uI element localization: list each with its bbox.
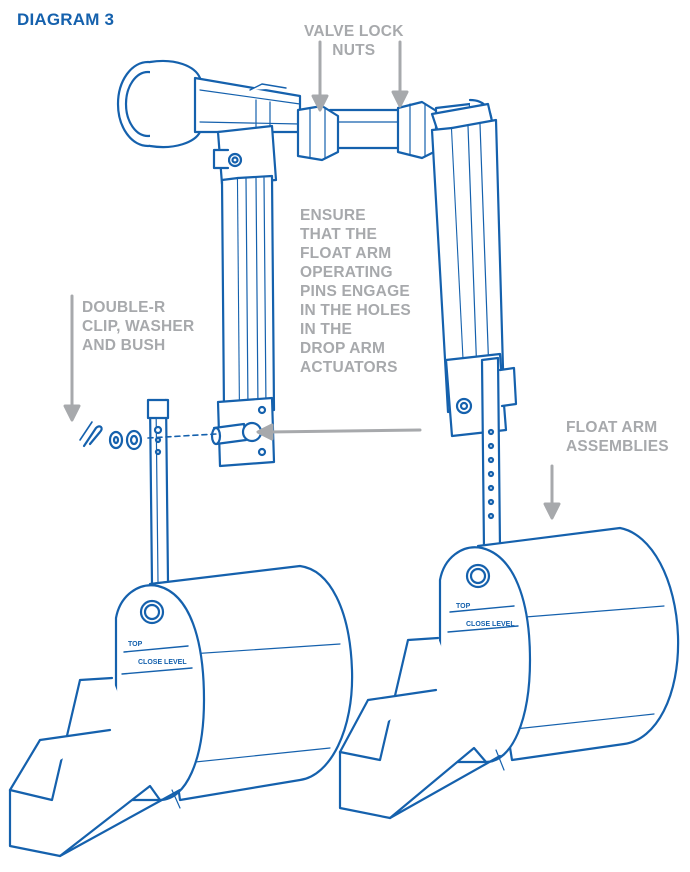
double-r-clip-label: DOUBLE-R CLIP, WASHER AND BUSH (82, 298, 194, 355)
ensure-pins-label: ENSURE THAT THE FLOAT ARM OPERATING PINS… (300, 206, 411, 377)
right-float-close-level-marking: CLOSE LEVEL (466, 621, 515, 628)
diagram-title: DIAGRAM 3 (17, 10, 115, 29)
double-r-line-2: CLIP, WASHER (82, 318, 195, 335)
left-float-top-marking: TOP (128, 641, 143, 648)
ensure-line-5: PINS ENGAGE (300, 283, 410, 300)
right-float-arm-stem (480, 356, 502, 552)
left-lock-nut (296, 104, 340, 162)
float-arm-assemblies-label: FLOAT ARM ASSEMBLIES (566, 418, 669, 456)
double-r-line-3: AND BUSH (82, 337, 166, 354)
valve-lock-nuts-label: VALVE LOCK NUTS (304, 22, 404, 60)
valve-lock-nuts-line-1: VALVE LOCK (304, 23, 404, 40)
r-clip (82, 425, 103, 448)
left-float (8, 564, 354, 858)
ensure-line-7: IN THE (300, 321, 353, 338)
ensure-line-6: IN THE HOLES (300, 302, 411, 319)
float-arm-line-2: ASSEMBLIES (566, 438, 669, 455)
pointer-arrows (63, 40, 561, 520)
right-float (338, 526, 680, 820)
right-drop-arm (430, 102, 518, 438)
ensure-line-4: OPERATING (300, 264, 393, 281)
ensure-line-9: ACTUATORS (300, 359, 398, 376)
ensure-line-8: DROP ARM (300, 340, 386, 357)
left-float-arm-stem (146, 398, 170, 586)
ensure-line-3: FLOAT ARM (300, 245, 392, 262)
left-drop-arm (210, 124, 278, 468)
ensure-line-2: THAT THE (300, 226, 378, 243)
clip-washer-bush (79, 421, 217, 451)
ensure-line-1: ENSURE (300, 207, 366, 224)
valve-lock-nuts-line-2: NUTS (332, 42, 376, 59)
left-float-close-level-marking: CLOSE LEVEL (138, 659, 187, 666)
float-arm-line-1: FLOAT ARM (566, 419, 658, 436)
double-r-line-1: DOUBLE-R (82, 299, 166, 316)
right-float-top-marking: TOP (456, 603, 471, 610)
